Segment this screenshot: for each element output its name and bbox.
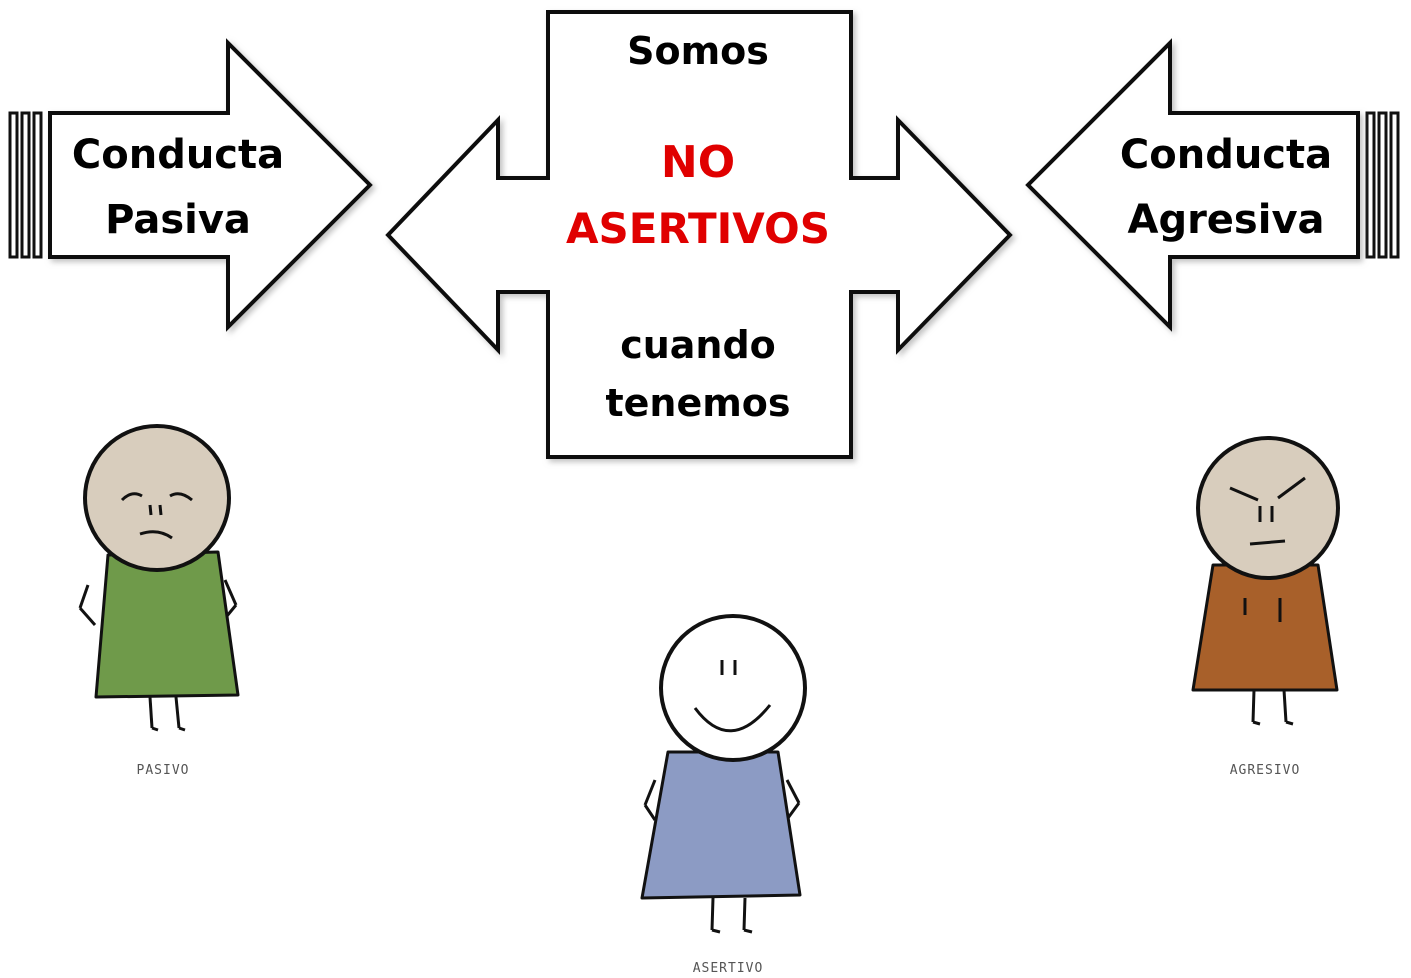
left-arrow-passive: Conducta Pasiva	[8, 38, 373, 332]
center-bottom-line1: cuando	[620, 323, 776, 367]
left-arrow-stripe	[20, 111, 31, 259]
left-arrow-line1: Conducta	[72, 132, 284, 178]
assertive-figure: ASERTIVO	[640, 614, 807, 976]
left-arrow-stripe	[32, 111, 43, 259]
left-arrow-line2: Pasiva	[105, 197, 251, 243]
right-arrow-stripe	[1365, 111, 1376, 259]
passive-caption: PASIVO	[137, 763, 190, 778]
center-emphasis-line1: NO	[661, 137, 735, 188]
center-box: Somos NO ASERTIVOS cuando tenemos	[385, 10, 1013, 459]
aggressive-figure: AGRESIVO	[1191, 436, 1340, 778]
left-arrow-shape	[48, 38, 373, 332]
right-arrow-line1: Conducta	[1120, 132, 1332, 178]
center-double-arrow-shape	[385, 10, 1013, 459]
center-top-text: Somos	[627, 29, 769, 73]
aggressive-head	[1196, 436, 1340, 580]
center-bottom-line2: tenemos	[605, 381, 790, 425]
right-arrow-stripe	[1389, 111, 1400, 259]
aggressive-caption: AGRESIVO	[1230, 763, 1301, 778]
passive-dress	[94, 550, 240, 699]
assertive-head	[659, 614, 807, 762]
right-arrow-aggressive: Conducta Agresiva	[1025, 38, 1400, 332]
passive-head	[83, 424, 231, 572]
right-arrow-line2: Agresiva	[1127, 197, 1324, 243]
left-arrow-stripe	[8, 111, 19, 259]
right-arrow-shape	[1025, 38, 1360, 332]
passive-figure: PASIVO	[78, 424, 240, 778]
assertive-dress	[640, 750, 802, 900]
right-arrow-stripe	[1377, 111, 1388, 259]
center-emphasis-line2: ASERTIVOS	[566, 204, 830, 253]
assertive-caption: ASERTIVO	[693, 961, 764, 976]
aggressive-dress	[1191, 563, 1339, 692]
